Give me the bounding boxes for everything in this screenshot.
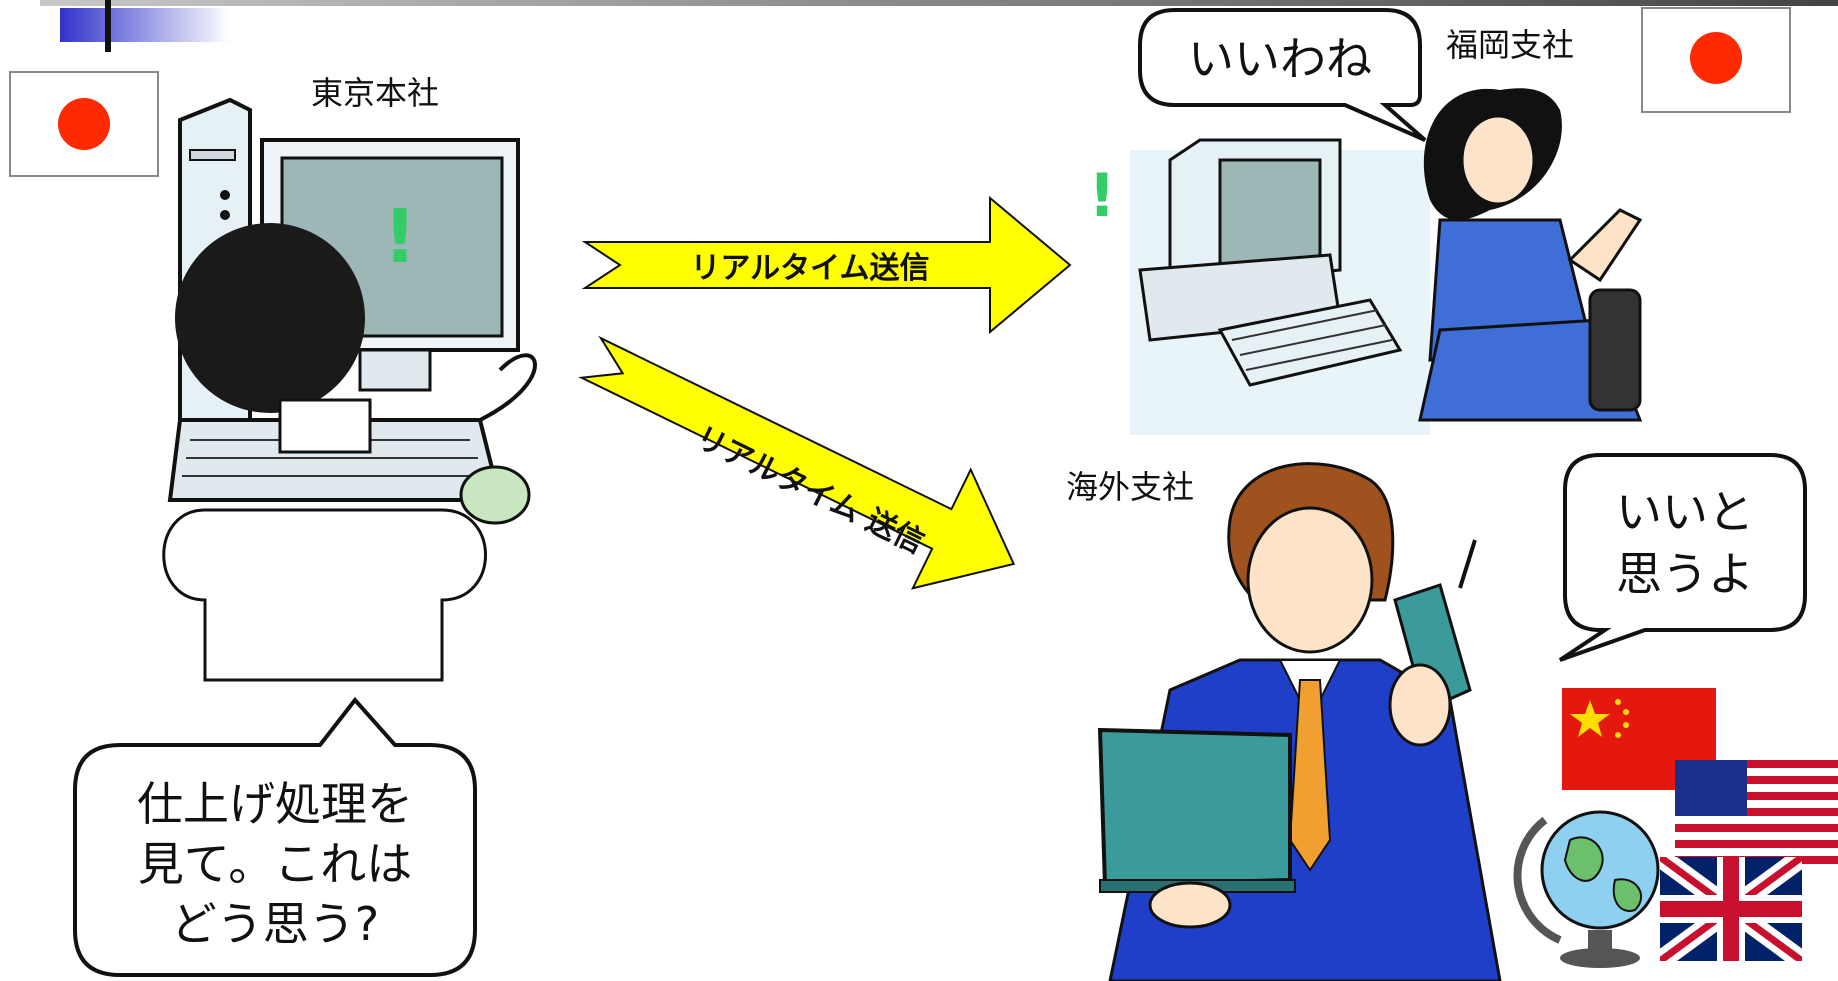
arrow-to-overseas (578, 335, 1016, 590)
label-tokyo: 東京本社 (311, 74, 439, 112)
header-decoration (40, 0, 1838, 52)
speech-bubble-fukuoka (1138, 8, 1427, 142)
bubble-fukuoka-line1: いいわね (1188, 32, 1372, 86)
overseas-businessman-illustration (1097, 462, 1502, 981)
speech-bubble-tokyo (73, 696, 477, 977)
tokyo-person-illustration (162, 223, 487, 682)
label-fukuoka: 福岡支社 (1446, 26, 1574, 64)
japan-flag-icon-fukuoka (1641, 7, 1791, 113)
arrow-to-fukuoka (581, 195, 1072, 335)
bubble-tokyo-line3: どう思う? (171, 897, 379, 951)
screen-mark-tokyo: ! (383, 194, 417, 280)
japan-flag-icon-tokyo (9, 71, 159, 177)
uk-flag-icon (1660, 857, 1802, 961)
label-overseas: 海外支社 (1066, 468, 1194, 506)
fukuoka-office-illustration (1130, 88, 1643, 435)
bubble-overseas-line2: 思うよ (1616, 547, 1754, 601)
bubble-tokyo-line1: 仕上げ処理を (137, 777, 413, 831)
bubble-tokyo-line2: 見て。これは (138, 837, 413, 891)
arrow-label-fukuoka: リアルタイム送信 (690, 251, 929, 286)
screen-mark-fukuoka: ! (1088, 161, 1115, 231)
speech-bubble-overseas (1558, 453, 1807, 662)
bubble-overseas-line1: いいと (1616, 485, 1754, 539)
globe-icon (1513, 810, 1660, 968)
usa-flag-icon (1675, 760, 1838, 865)
